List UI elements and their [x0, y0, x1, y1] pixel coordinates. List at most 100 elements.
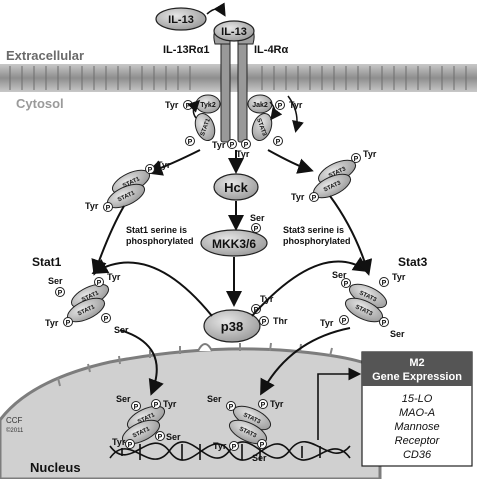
- arrow-jak2-to-receptor-stat3: [287, 95, 304, 133]
- svg-text:P: P: [66, 320, 71, 327]
- svg-text:Tyr: Tyr: [107, 272, 121, 282]
- il13-bound-label: IL-13: [221, 26, 247, 38]
- svg-text:P: P: [262, 319, 267, 326]
- svg-text:Tyr: Tyr: [363, 149, 377, 159]
- p38-kinase: [203, 309, 261, 343]
- arrow-jak2-to-stat3: [269, 101, 283, 121]
- receptor-stat-phospho: P P Tyr P Tyr P: [185, 136, 283, 159]
- svg-text:Tyr: Tyr: [165, 100, 179, 110]
- receptor-stat1: [194, 112, 216, 142]
- p38-label: p38: [221, 319, 243, 334]
- arrow-stat3-dimer-down: [329, 195, 373, 276]
- svg-text:P: P: [128, 442, 133, 449]
- credit-year: ©2011: [6, 427, 24, 434]
- gene-15lo: 15-LO: [402, 393, 433, 405]
- svg-text:P: P: [254, 226, 259, 233]
- arrow-stat3-into-nucleus: [260, 327, 351, 396]
- arrow-stat1-dimer-down: [91, 205, 125, 276]
- gene-maoa: MAO-A: [399, 407, 435, 419]
- ligand-binding-arrow: [206, 2, 226, 17]
- il13ra1-label: IL-13Rα1: [163, 44, 210, 56]
- il13-ligand: [155, 7, 207, 31]
- svg-text:P: P: [261, 402, 266, 409]
- cytosol-label: Cytosol: [16, 96, 64, 111]
- svg-text:Thr: Thr: [273, 316, 288, 326]
- svg-text:Tyr: Tyr: [213, 441, 227, 451]
- svg-text:P: P: [97, 280, 102, 287]
- svg-text:P: P: [188, 139, 193, 146]
- svg-text:P: P: [276, 139, 281, 146]
- il4ra-receptor: [237, 41, 248, 143]
- svg-text:Tyr: Tyr: [163, 399, 177, 409]
- svg-text:Tyr: Tyr: [320, 318, 334, 328]
- svg-text:Tyr: Tyr: [85, 201, 99, 211]
- stat3-serine-note-2: phosphorylated: [283, 236, 351, 246]
- svg-text:Tyr: Tyr: [45, 318, 59, 328]
- jak2-label: Jak2: [252, 102, 268, 109]
- receptor-phospho-sites: P Tyr P Tyr: [165, 100, 303, 110]
- svg-text:P: P: [134, 404, 139, 411]
- svg-text:Tyr: Tyr: [112, 437, 126, 447]
- svg-text:Ser: Ser: [250, 213, 265, 223]
- svg-text:Ser: Ser: [166, 432, 181, 442]
- svg-text:P: P: [104, 316, 109, 323]
- tyk2-label: Tyk2: [200, 102, 216, 109]
- svg-text:Ser: Ser: [390, 329, 405, 339]
- hck-kinase: [213, 173, 259, 201]
- svg-text:Tyr: Tyr: [212, 140, 226, 150]
- svg-text:Ser: Ser: [116, 394, 131, 404]
- svg-text:P: P: [154, 402, 159, 409]
- stat3-heading: Stat3: [398, 255, 428, 269]
- stat1-dimer-cytosol: STAT1 STAT1 P Tyr P Tyr: [85, 160, 171, 212]
- arrow-p38-to-stat3: [251, 256, 370, 317]
- svg-text:P: P: [382, 280, 387, 287]
- arrow-to-stat3-dimer: [267, 149, 314, 174]
- arrow-dna-to-gene-expression: [317, 367, 362, 440]
- arrow-stat1-into-nucleus: [119, 329, 164, 396]
- stat3-dimer-cytosol: STAT3 STAT3 P Tyr P Tyr: [291, 149, 377, 202]
- svg-text:Tyr: Tyr: [270, 399, 284, 409]
- gene-expression-title-1: M2: [409, 357, 424, 369]
- svg-text:Tyr: Tyr: [291, 192, 305, 202]
- svg-text:P: P: [158, 434, 163, 441]
- il13ra1-receptor: [220, 41, 231, 143]
- svg-text:P: P: [344, 281, 349, 288]
- membrane-lipids: [9, 66, 467, 90]
- svg-text:P: P: [229, 404, 234, 411]
- svg-text:P: P: [312, 195, 317, 202]
- mkk36-kinase: [200, 229, 268, 257]
- svg-text:Tyr: Tyr: [289, 100, 303, 110]
- mkk-phospho: P Ser: [250, 213, 265, 233]
- mkk36-label: MKK3/6: [212, 237, 256, 251]
- gene-expression-header: [362, 352, 472, 386]
- extracellular-label: Extracellular: [6, 48, 84, 63]
- svg-text:P: P: [278, 103, 283, 110]
- gene-receptor: Receptor: [395, 435, 441, 447]
- svg-text:P: P: [58, 290, 63, 297]
- stat1-dimer-phosphorylated: STAT1 STAT1 P Ser P Tyr P Tyr P Ser: [45, 272, 129, 335]
- stat1-serine-note-1: Stat1 serine is: [126, 225, 187, 235]
- svg-text:Ser: Ser: [332, 270, 347, 280]
- nuclear-pore: [197, 343, 213, 352]
- receptor-stat3: [251, 112, 273, 142]
- svg-text:Tyr: Tyr: [236, 149, 250, 159]
- svg-text:P: P: [354, 156, 359, 163]
- il4ra-label: IL-4Rα: [254, 44, 289, 56]
- il13-bound-ligand: [213, 20, 255, 42]
- credit-ccf: CCF: [6, 416, 23, 425]
- stat1-dimer-nuclear: STAT1 STAT1 P Ser P Tyr P Tyr P Ser: [112, 394, 181, 449]
- svg-text:P: P: [382, 320, 387, 327]
- svg-text:P: P: [106, 205, 111, 212]
- gene-mannose: Mannose: [394, 421, 439, 433]
- svg-text:Ser: Ser: [207, 394, 222, 404]
- svg-text:P: P: [186, 103, 191, 110]
- svg-text:P: P: [148, 167, 153, 174]
- svg-text:P: P: [342, 318, 347, 325]
- svg-text:P: P: [260, 442, 265, 449]
- gene-cd36: CD36: [403, 449, 432, 461]
- il13-ligand-label: IL-13: [168, 14, 194, 26]
- stat3-dimer-nuclear: STAT3 STAT3 P Ser P Tyr P Tyr P Ser: [207, 394, 284, 463]
- svg-text:Ser: Ser: [48, 276, 63, 286]
- stat3-dimer-phosphorylated: STAT3 STAT3 P Ser P Tyr P Tyr P Ser: [320, 270, 406, 339]
